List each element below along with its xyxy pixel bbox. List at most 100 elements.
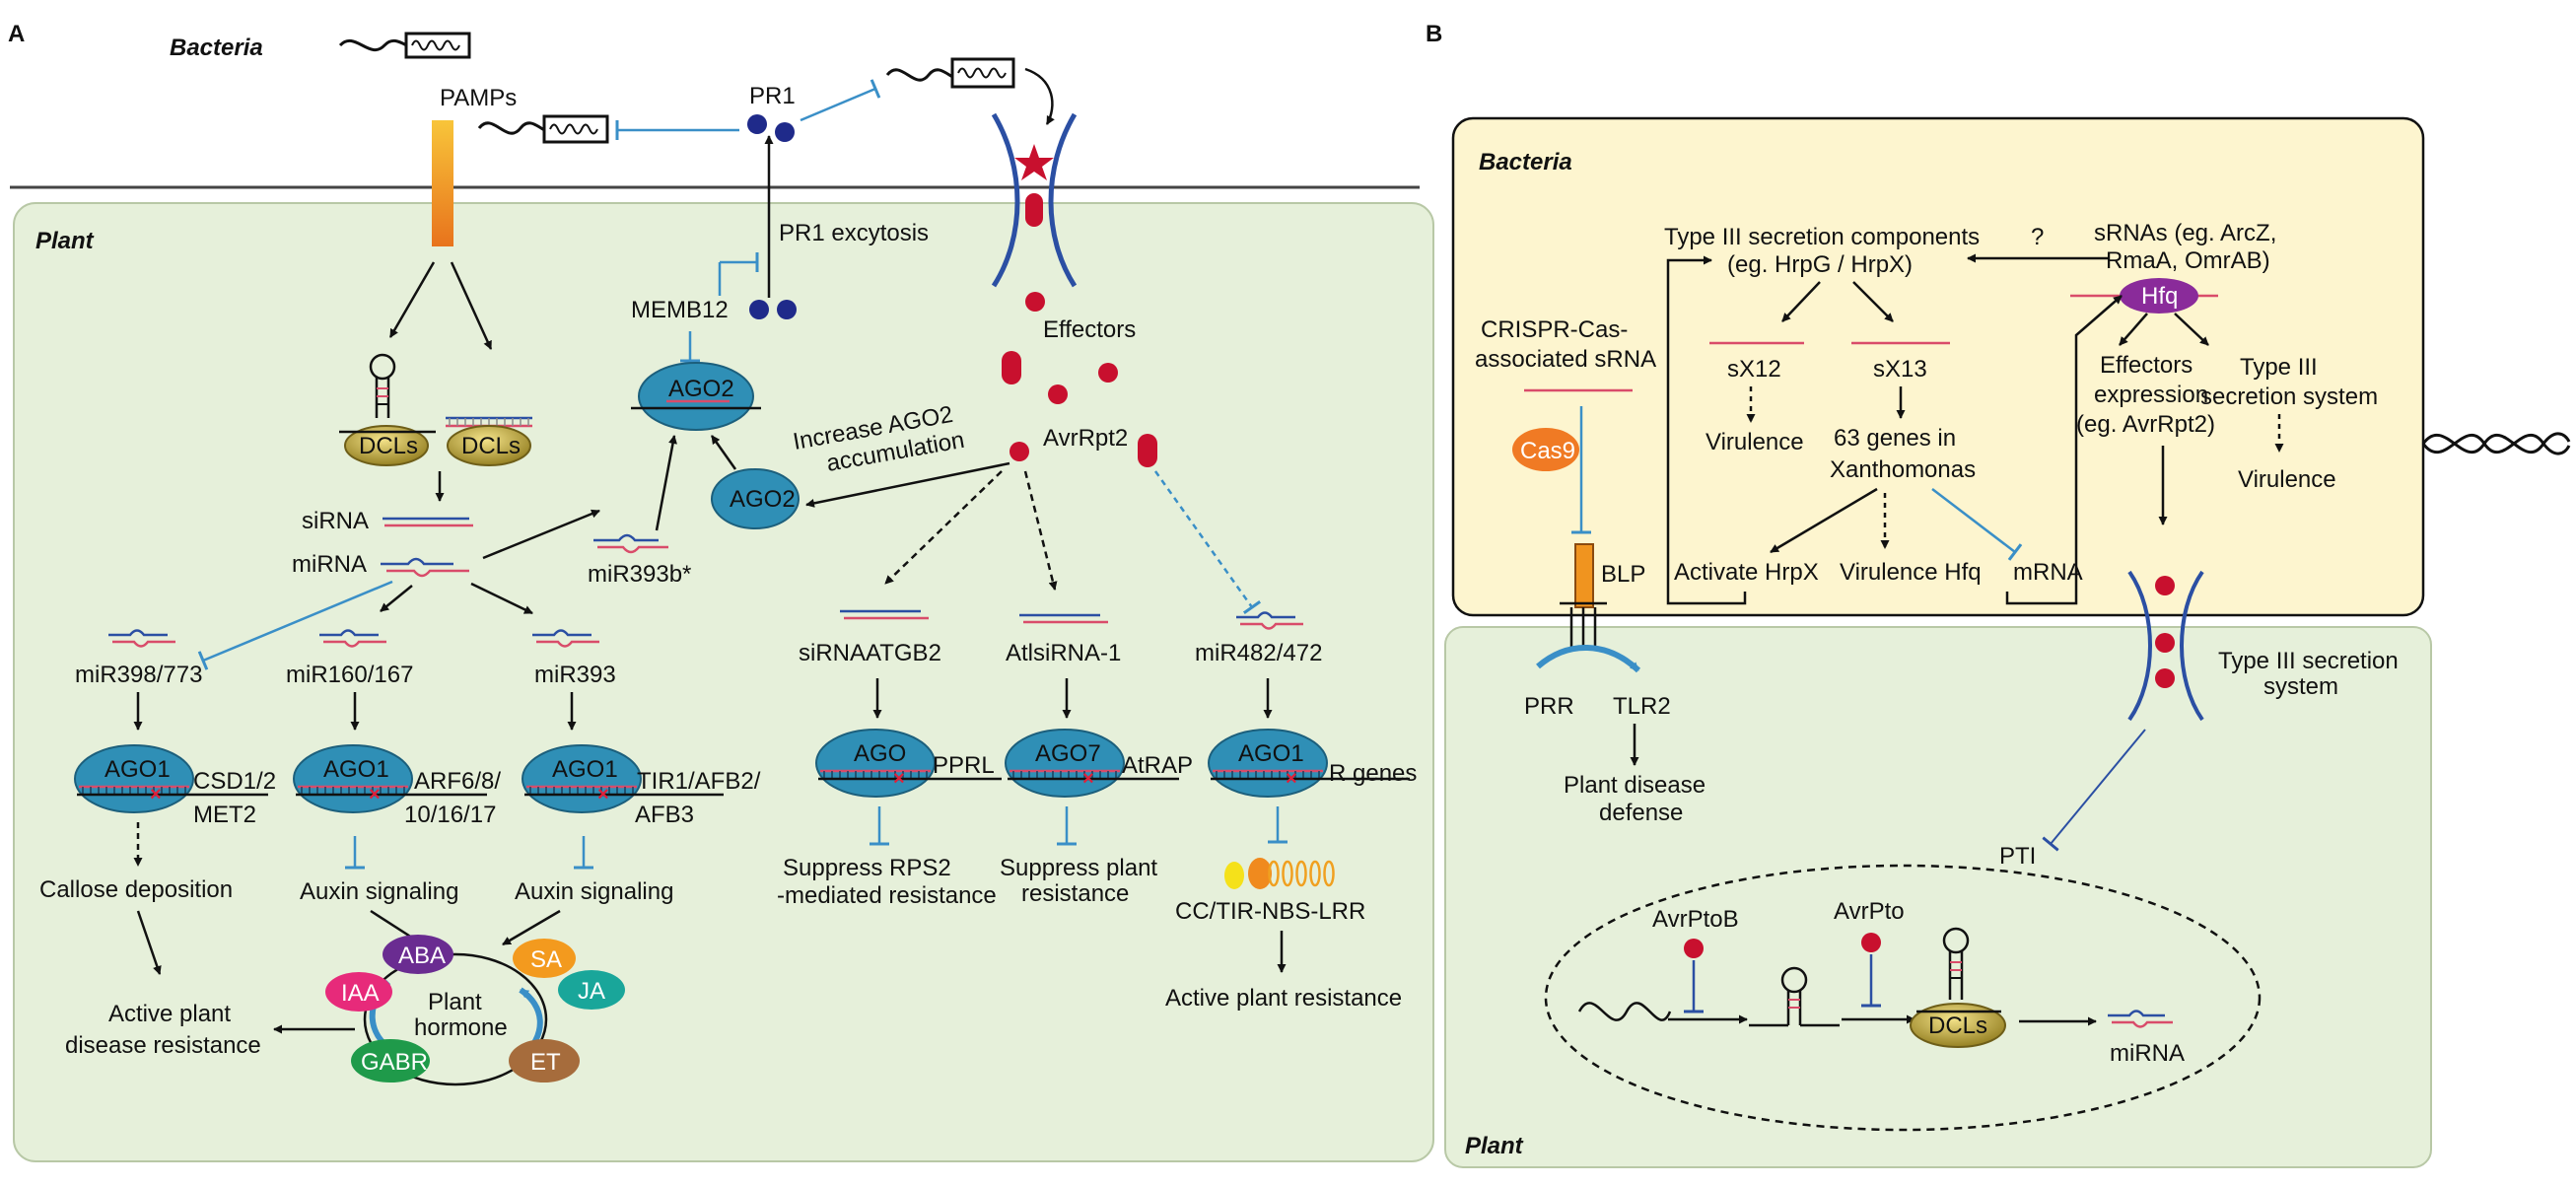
pr1-exocytosis-label: PR1 excytosis	[779, 220, 929, 246]
suppress-plant-line2: resistance	[1021, 880, 1129, 907]
sx13-label: sX13	[1873, 356, 1927, 383]
suppress-plant-line1: Suppress plant	[1000, 855, 1157, 881]
t3-secretion-line2: system	[2263, 673, 2338, 700]
plant-cell-outline	[1544, 864, 2262, 1132]
avrpto-dot	[1861, 933, 1881, 952]
activate-hrpx-label: Activate HrpX	[1674, 559, 1819, 586]
nlr-protein-icon	[1224, 858, 1335, 889]
hormone-line2: hormone	[414, 1014, 508, 1041]
bacterium-icon-top	[338, 32, 471, 59]
mir393-duplex-icon	[532, 629, 599, 648]
mir482-duplex-icon	[1236, 611, 1303, 630]
mirna-label: miRNA	[292, 551, 367, 578]
ago1-complex-d: ×	[1208, 729, 1410, 798]
suppress-rps2-line1: Suppress RPS2	[783, 855, 951, 881]
avrrpt2-to-sirna-arrow	[884, 470, 1003, 585]
mir393b-label: miR393b*	[588, 561, 691, 588]
hfq-to-effectors-arrow	[2119, 313, 2148, 346]
ago1-complex-c: ×	[522, 744, 724, 813]
pamp-to-dcl-arrow	[450, 261, 493, 350]
hairpin-rna-icon-b	[1749, 966, 1840, 1027]
t3-to-sx12-arrow	[1781, 281, 1821, 322]
csd-line2: MET2	[193, 802, 256, 828]
dcls-right-label: DCLs	[461, 433, 521, 459]
panel-a-plant-title: Plant	[35, 228, 95, 254]
mir393-label: miR393	[534, 662, 616, 688]
dcl-protein-right	[447, 425, 531, 466]
mir393b-to-ago2-arrow	[655, 435, 677, 531]
mirna-to-mir393b-arrow	[482, 509, 600, 560]
mirna-inhibits-mir398	[197, 580, 393, 670]
avrrpt2-to-ago2-arrow	[805, 461, 1010, 508]
active-resistance-line2: disease resistance	[65, 1032, 261, 1059]
plant-compartment-b	[1444, 626, 2432, 1168]
callose-label: Callose deposition	[39, 876, 233, 903]
callose-to-resistance-arrow	[136, 910, 162, 975]
atrap-label: AtRAP	[1122, 752, 1193, 779]
secretion-channel-right	[1048, 112, 1078, 288]
pamp-receptor	[432, 120, 453, 246]
pr1-label: PR1	[749, 83, 796, 109]
mir393b-duplex-icon	[593, 533, 668, 554]
avrptob-dot	[1684, 939, 1704, 958]
secretion-channel-b-left	[2127, 570, 2152, 722]
hfq-label: Hfq	[2141, 283, 2178, 310]
tir-line1: TIR1/AFB2/	[637, 768, 761, 795]
t3-components-line1: Type III secretion components	[1664, 224, 1980, 250]
mirna-b-label: miRNA	[2110, 1040, 2185, 1067]
panel-b-letter: B	[1426, 21, 1442, 47]
avrpto-label: AvrPto	[1834, 898, 1905, 925]
hrpx-feedback-loop	[1666, 255, 1747, 605]
genes-line2: Xanthomonas	[1830, 456, 1976, 483]
ago2-protein-top	[638, 362, 754, 431]
effector-capsule	[1002, 351, 1021, 384]
panel-a-bacteria-title: Bacteria	[170, 35, 263, 61]
mirna-to-mir160-arrow	[380, 585, 413, 612]
svg-text:×: ×	[597, 784, 609, 805]
ago2-protein-bottom	[711, 468, 800, 529]
effector-dot	[1010, 442, 1029, 461]
active-plant-resistance-label: Active plant resistance	[1165, 985, 1402, 1012]
suppress-rps2-line2: -mediated resistance	[777, 882, 997, 909]
auxin-label-2: Auxin signaling	[515, 878, 673, 905]
crispr-line2: associated sRNA	[1475, 346, 1656, 373]
effector-capsule	[1025, 193, 1043, 227]
mir160-label: miR160/167	[286, 662, 413, 688]
ja-label: JA	[578, 978, 605, 1005]
avrrpt2-to-atlsirna-arrow	[1023, 470, 1058, 591]
sirna-label: siRNA	[302, 508, 369, 534]
panel-b-plant-title: Plant	[1465, 1133, 1524, 1159]
genes-inhibit-hfq-arrow	[1931, 488, 2023, 561]
svg-text:×: ×	[1082, 768, 1094, 790]
t3-components-line2: (eg. HrpG / HrpX)	[1727, 251, 1913, 278]
pprl-label: PPRL	[933, 752, 995, 779]
effector-dot	[2155, 633, 2175, 653]
blp-receptor	[1574, 543, 1594, 608]
question-mark: ?	[2031, 224, 2044, 250]
bacteria-compartment-b	[1451, 116, 2425, 617]
virulence-label-1: Virulence	[1706, 429, 1804, 455]
pr1-dot	[775, 122, 795, 142]
pr1-dot	[777, 300, 797, 319]
aba-ellipse	[383, 935, 453, 974]
srnas-line1: sRNAs (eg. ArcZ,	[2094, 220, 2276, 246]
auxin-label-1: Auxin signaling	[300, 878, 458, 905]
bacterium-icon-right	[885, 57, 1015, 89]
mirna-duplex-icon	[381, 557, 469, 578]
svg-text:×: ×	[369, 784, 381, 805]
ago7-complex: ×	[1005, 729, 1179, 798]
effectors-line1: Effectors	[2100, 352, 2193, 379]
svg-text:×: ×	[150, 784, 162, 805]
blp-label: BLP	[1601, 561, 1645, 588]
cas9-label: Cas9	[1520, 438, 1575, 464]
secretion-inhibits-pti	[2042, 729, 2146, 852]
effectors-label: Effectors	[1043, 316, 1136, 343]
mrna-label: mRNA	[2013, 559, 2083, 586]
auxin-to-hormone-arrow	[502, 909, 561, 946]
ago7-label: AGO7	[1035, 740, 1101, 767]
gabr-label: GABR	[361, 1049, 428, 1076]
secretion-channel-b-right	[2180, 570, 2204, 722]
hfq-protein	[2120, 278, 2198, 314]
ago1-a-label: AGO1	[104, 756, 171, 783]
